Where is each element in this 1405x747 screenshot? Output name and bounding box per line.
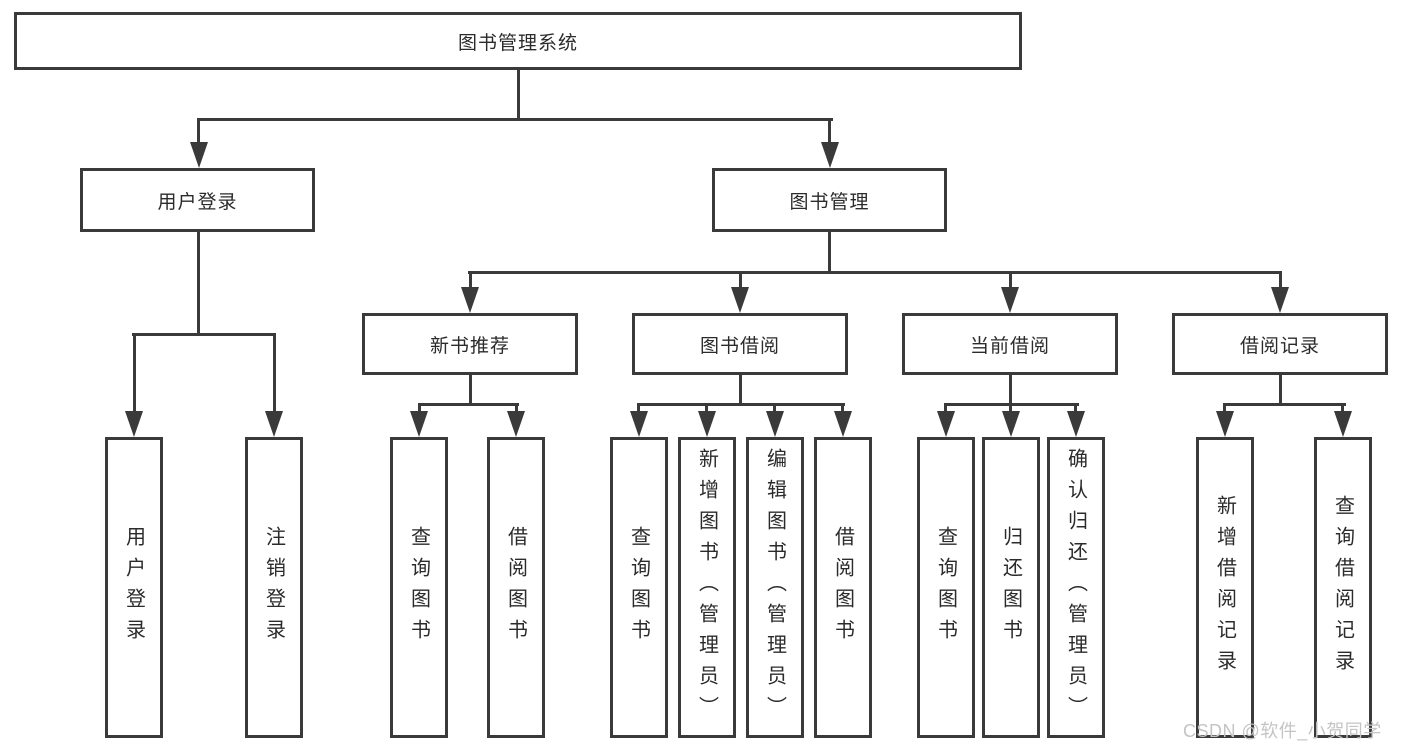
node-label: 图书管理系统 bbox=[457, 32, 578, 54]
node-label: 编辑图书（管理员） bbox=[763, 448, 786, 727]
arrowhead-down-icon bbox=[1002, 411, 1020, 437]
arrowhead-down-icon bbox=[507, 411, 525, 437]
node-current-borrowing: 当前借阅 bbox=[902, 313, 1118, 375]
edge-line bbox=[517, 70, 520, 120]
edge-line bbox=[1341, 403, 1344, 417]
arrowhead-down-icon bbox=[410, 411, 428, 437]
edge-line bbox=[515, 403, 518, 417]
edge-line bbox=[133, 333, 136, 415]
arrowhead-down-icon bbox=[265, 411, 283, 437]
node-label: 借阅记录 bbox=[1239, 335, 1320, 357]
edge-line bbox=[132, 333, 276, 336]
node-label: 注销登录 bbox=[262, 525, 285, 650]
leaf-return-book: 归还图书 bbox=[982, 437, 1040, 738]
edge-line bbox=[944, 403, 947, 417]
edge-line bbox=[1009, 271, 1012, 291]
csdn-watermark: CSDN @软件_小贺同学 bbox=[1183, 721, 1382, 741]
node-new-book-recommendation: 新书推荐 bbox=[362, 313, 578, 375]
node-user-login: 用户登录 bbox=[80, 168, 315, 232]
arrowhead-down-icon bbox=[461, 287, 479, 313]
edge-line bbox=[418, 403, 421, 417]
arrowhead-down-icon bbox=[190, 142, 208, 168]
node-borrowing-records: 借阅记录 bbox=[1172, 313, 1388, 375]
leaf-query-books-current: 查询图书 bbox=[917, 437, 975, 738]
edge-line bbox=[469, 375, 472, 406]
node-root-library-management-system: 图书管理系统 bbox=[14, 12, 1022, 70]
node-label: 用户登录 bbox=[157, 191, 238, 213]
node-book-management: 图书管理 bbox=[712, 168, 947, 232]
node-book-borrowing: 图书借阅 bbox=[632, 313, 848, 375]
edge-line bbox=[468, 271, 1282, 274]
edge-line bbox=[637, 403, 640, 417]
edge-line bbox=[828, 232, 831, 274]
leaf-query-books-recommend: 查询图书 bbox=[390, 437, 448, 738]
arrowhead-down-icon bbox=[1001, 287, 1019, 313]
edge-line bbox=[1074, 403, 1077, 417]
node-label: 确认归还（管理员） bbox=[1064, 448, 1087, 727]
node-label: 图书借阅 bbox=[699, 335, 780, 357]
node-label: 新增借阅记录 bbox=[1213, 494, 1236, 681]
arrowhead-down-icon bbox=[698, 411, 716, 437]
node-label: 查询图书 bbox=[407, 525, 430, 650]
edge-line bbox=[1009, 375, 1012, 406]
node-label: 借阅图书 bbox=[504, 525, 527, 650]
arrowhead-down-icon bbox=[630, 411, 648, 437]
leaf-edit-book-admin: 编辑图书（管理员） bbox=[746, 437, 804, 738]
edge-line bbox=[637, 403, 845, 406]
node-label: 新增图书（管理员） bbox=[695, 448, 718, 727]
edge-line bbox=[1223, 403, 1226, 417]
edge-line bbox=[1009, 403, 1012, 417]
arrowhead-down-icon bbox=[1271, 287, 1289, 313]
edge-line bbox=[197, 118, 200, 144]
arrowhead-down-icon bbox=[1216, 411, 1234, 437]
edge-line bbox=[273, 333, 276, 415]
edge-line bbox=[1279, 271, 1282, 291]
edge-line bbox=[1279, 375, 1282, 406]
arrowhead-down-icon bbox=[766, 411, 784, 437]
leaf-query-books-borrowing: 查询图书 bbox=[610, 437, 668, 738]
leaf-add-book-admin: 新增图书（管理员） bbox=[678, 437, 736, 738]
node-label: 查询图书 bbox=[934, 525, 957, 650]
edge-line bbox=[1223, 403, 1346, 406]
edge-line bbox=[841, 403, 844, 417]
arrowhead-down-icon bbox=[1334, 411, 1352, 437]
node-label: 查询借阅记录 bbox=[1331, 494, 1354, 681]
edge-line bbox=[705, 403, 708, 417]
node-label: 借阅图书 bbox=[831, 525, 854, 650]
arrowhead-down-icon bbox=[1067, 411, 1085, 437]
node-label: 归还图书 bbox=[999, 525, 1022, 650]
leaf-borrow-books-borrowing: 借阅图书 bbox=[814, 437, 872, 738]
arrowhead-down-icon bbox=[834, 411, 852, 437]
node-label: 查询图书 bbox=[627, 525, 650, 650]
edge-line bbox=[828, 118, 831, 144]
leaf-logout: 注销登录 bbox=[245, 437, 303, 738]
edge-line bbox=[469, 271, 472, 291]
edge-line bbox=[773, 403, 776, 417]
node-label: 图书管理 bbox=[789, 191, 870, 213]
arrowhead-down-icon bbox=[125, 411, 143, 437]
node-label: 用户登录 bbox=[122, 525, 145, 650]
edge-line bbox=[197, 118, 833, 121]
leaf-borrow-books-recommend: 借阅图书 bbox=[487, 437, 545, 738]
arrowhead-down-icon bbox=[731, 287, 749, 313]
node-label: 当前借阅 bbox=[969, 335, 1050, 357]
arrowhead-down-icon bbox=[821, 142, 839, 168]
node-label: 新书推荐 bbox=[429, 335, 510, 357]
leaf-confirm-return-admin: 确认归还（管理员） bbox=[1047, 437, 1105, 738]
leaf-user-login: 用户登录 bbox=[105, 437, 163, 738]
edge-line bbox=[418, 403, 519, 406]
leaf-add-borrow-record: 新增借阅记录 bbox=[1196, 437, 1254, 738]
edge-line bbox=[739, 375, 742, 406]
edge-line bbox=[739, 271, 742, 291]
arrowhead-down-icon bbox=[937, 411, 955, 437]
leaf-query-borrow-record: 查询借阅记录 bbox=[1314, 437, 1372, 738]
edge-line bbox=[197, 232, 200, 336]
